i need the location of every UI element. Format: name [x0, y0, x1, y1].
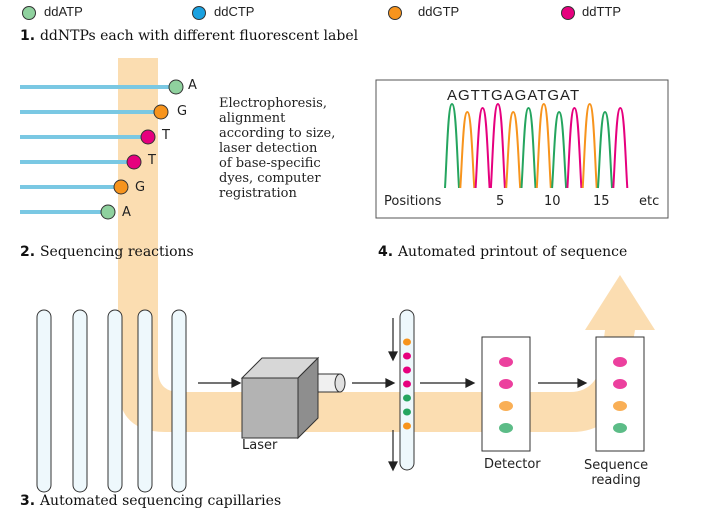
strand-letter-2: G: [177, 104, 188, 119]
detector-label: Detector: [484, 457, 541, 472]
panel-spot-T: [613, 357, 627, 367]
band-spots: [403, 338, 627, 433]
capillary-detail: [399, 309, 415, 471]
strand-group: [20, 85, 170, 214]
pos-5: 5: [496, 194, 505, 209]
ddttp-label: ddTTP: [582, 4, 622, 19]
chromatogram-frame: [375, 79, 669, 219]
panel-spot-T: [499, 379, 513, 389]
laser-device: [240, 356, 346, 440]
strand-letter-6: A: [122, 205, 131, 220]
peak-G: [505, 110, 522, 189]
strand-letter-4: T: [148, 153, 156, 168]
peak-A: [551, 110, 568, 189]
capillary-band-A: [403, 394, 411, 402]
pos-15: 15: [593, 194, 610, 209]
peak-G: [581, 102, 598, 189]
strand-letter-1: A: [188, 78, 197, 93]
peak-G: [459, 110, 476, 189]
peak-T: [566, 106, 583, 189]
flow-arrows: [198, 318, 588, 472]
capillary-1: [36, 309, 52, 493]
strand-end-a1: [168, 79, 184, 95]
reading-panel: [595, 336, 645, 452]
strand-end-t2: [126, 154, 142, 170]
strand-end-g2: [113, 179, 129, 195]
pos-etc: etc: [639, 194, 660, 209]
strand-letter-3: T: [162, 128, 170, 143]
caption-3: 3. Automated sequencing capillaries: [20, 493, 282, 509]
laser-label: Laser: [242, 438, 278, 453]
ddatp-label: ddATP: [44, 4, 83, 19]
strand-end-g1: [153, 104, 169, 120]
pos-10: 10: [544, 194, 561, 209]
panel-spot-A: [613, 423, 627, 433]
ddctp-label: ddCTP: [214, 4, 255, 19]
capillary-3: [107, 309, 123, 493]
capillary-2: [72, 309, 88, 493]
capillary-band-A: [403, 408, 411, 416]
peak-T: [474, 106, 491, 189]
capillary-5: [171, 309, 187, 493]
ddgtp-dot: [388, 6, 402, 20]
sequence-text: AGTTGAGATGAT: [447, 87, 581, 104]
capillary-band-G: [403, 422, 411, 430]
positions-label: Positions: [384, 194, 442, 209]
ddttp-dot: [561, 6, 575, 20]
strand-letter-5: G: [135, 180, 146, 195]
chromatogram-peaks: [444, 102, 629, 189]
caption-1: 1. ddNTPs each with different fluorescen…: [20, 28, 359, 44]
sequence-reading-label: Sequence reading: [584, 458, 649, 488]
ddgtp-label: ddGTP: [418, 4, 460, 19]
caption-4: 4. Automated printout of sequence: [378, 244, 628, 260]
electrophoresis-description: Electrophoresis, alignment according to …: [219, 96, 336, 201]
capillary-band-G: [403, 338, 411, 346]
strand-ends: [100, 79, 184, 220]
panel-spot-G: [499, 401, 513, 411]
capillary-band-T: [403, 352, 411, 360]
ddatp-dot: [22, 6, 36, 20]
peak-G: [535, 102, 552, 189]
caption-2: 2. Sequencing reactions: [20, 244, 194, 260]
ddctp-dot: [192, 6, 206, 20]
panel-spot-T: [613, 379, 627, 389]
panel-spot-T: [499, 357, 513, 367]
strand-end-t1: [140, 129, 156, 145]
peak-A: [597, 110, 613, 189]
panel-spot-G: [613, 401, 627, 411]
detector-panel: [481, 336, 531, 452]
peak-A: [520, 106, 537, 189]
panel-spot-A: [499, 423, 513, 433]
capillary-4: [137, 309, 153, 493]
peak-T: [612, 106, 629, 189]
capillary-band-T: [403, 366, 411, 374]
strand-end-a2: [100, 204, 116, 220]
capillary-band-T: [403, 380, 411, 388]
capillary-group: [36, 309, 415, 493]
peak-A: [444, 102, 460, 189]
peak-T: [489, 102, 506, 189]
